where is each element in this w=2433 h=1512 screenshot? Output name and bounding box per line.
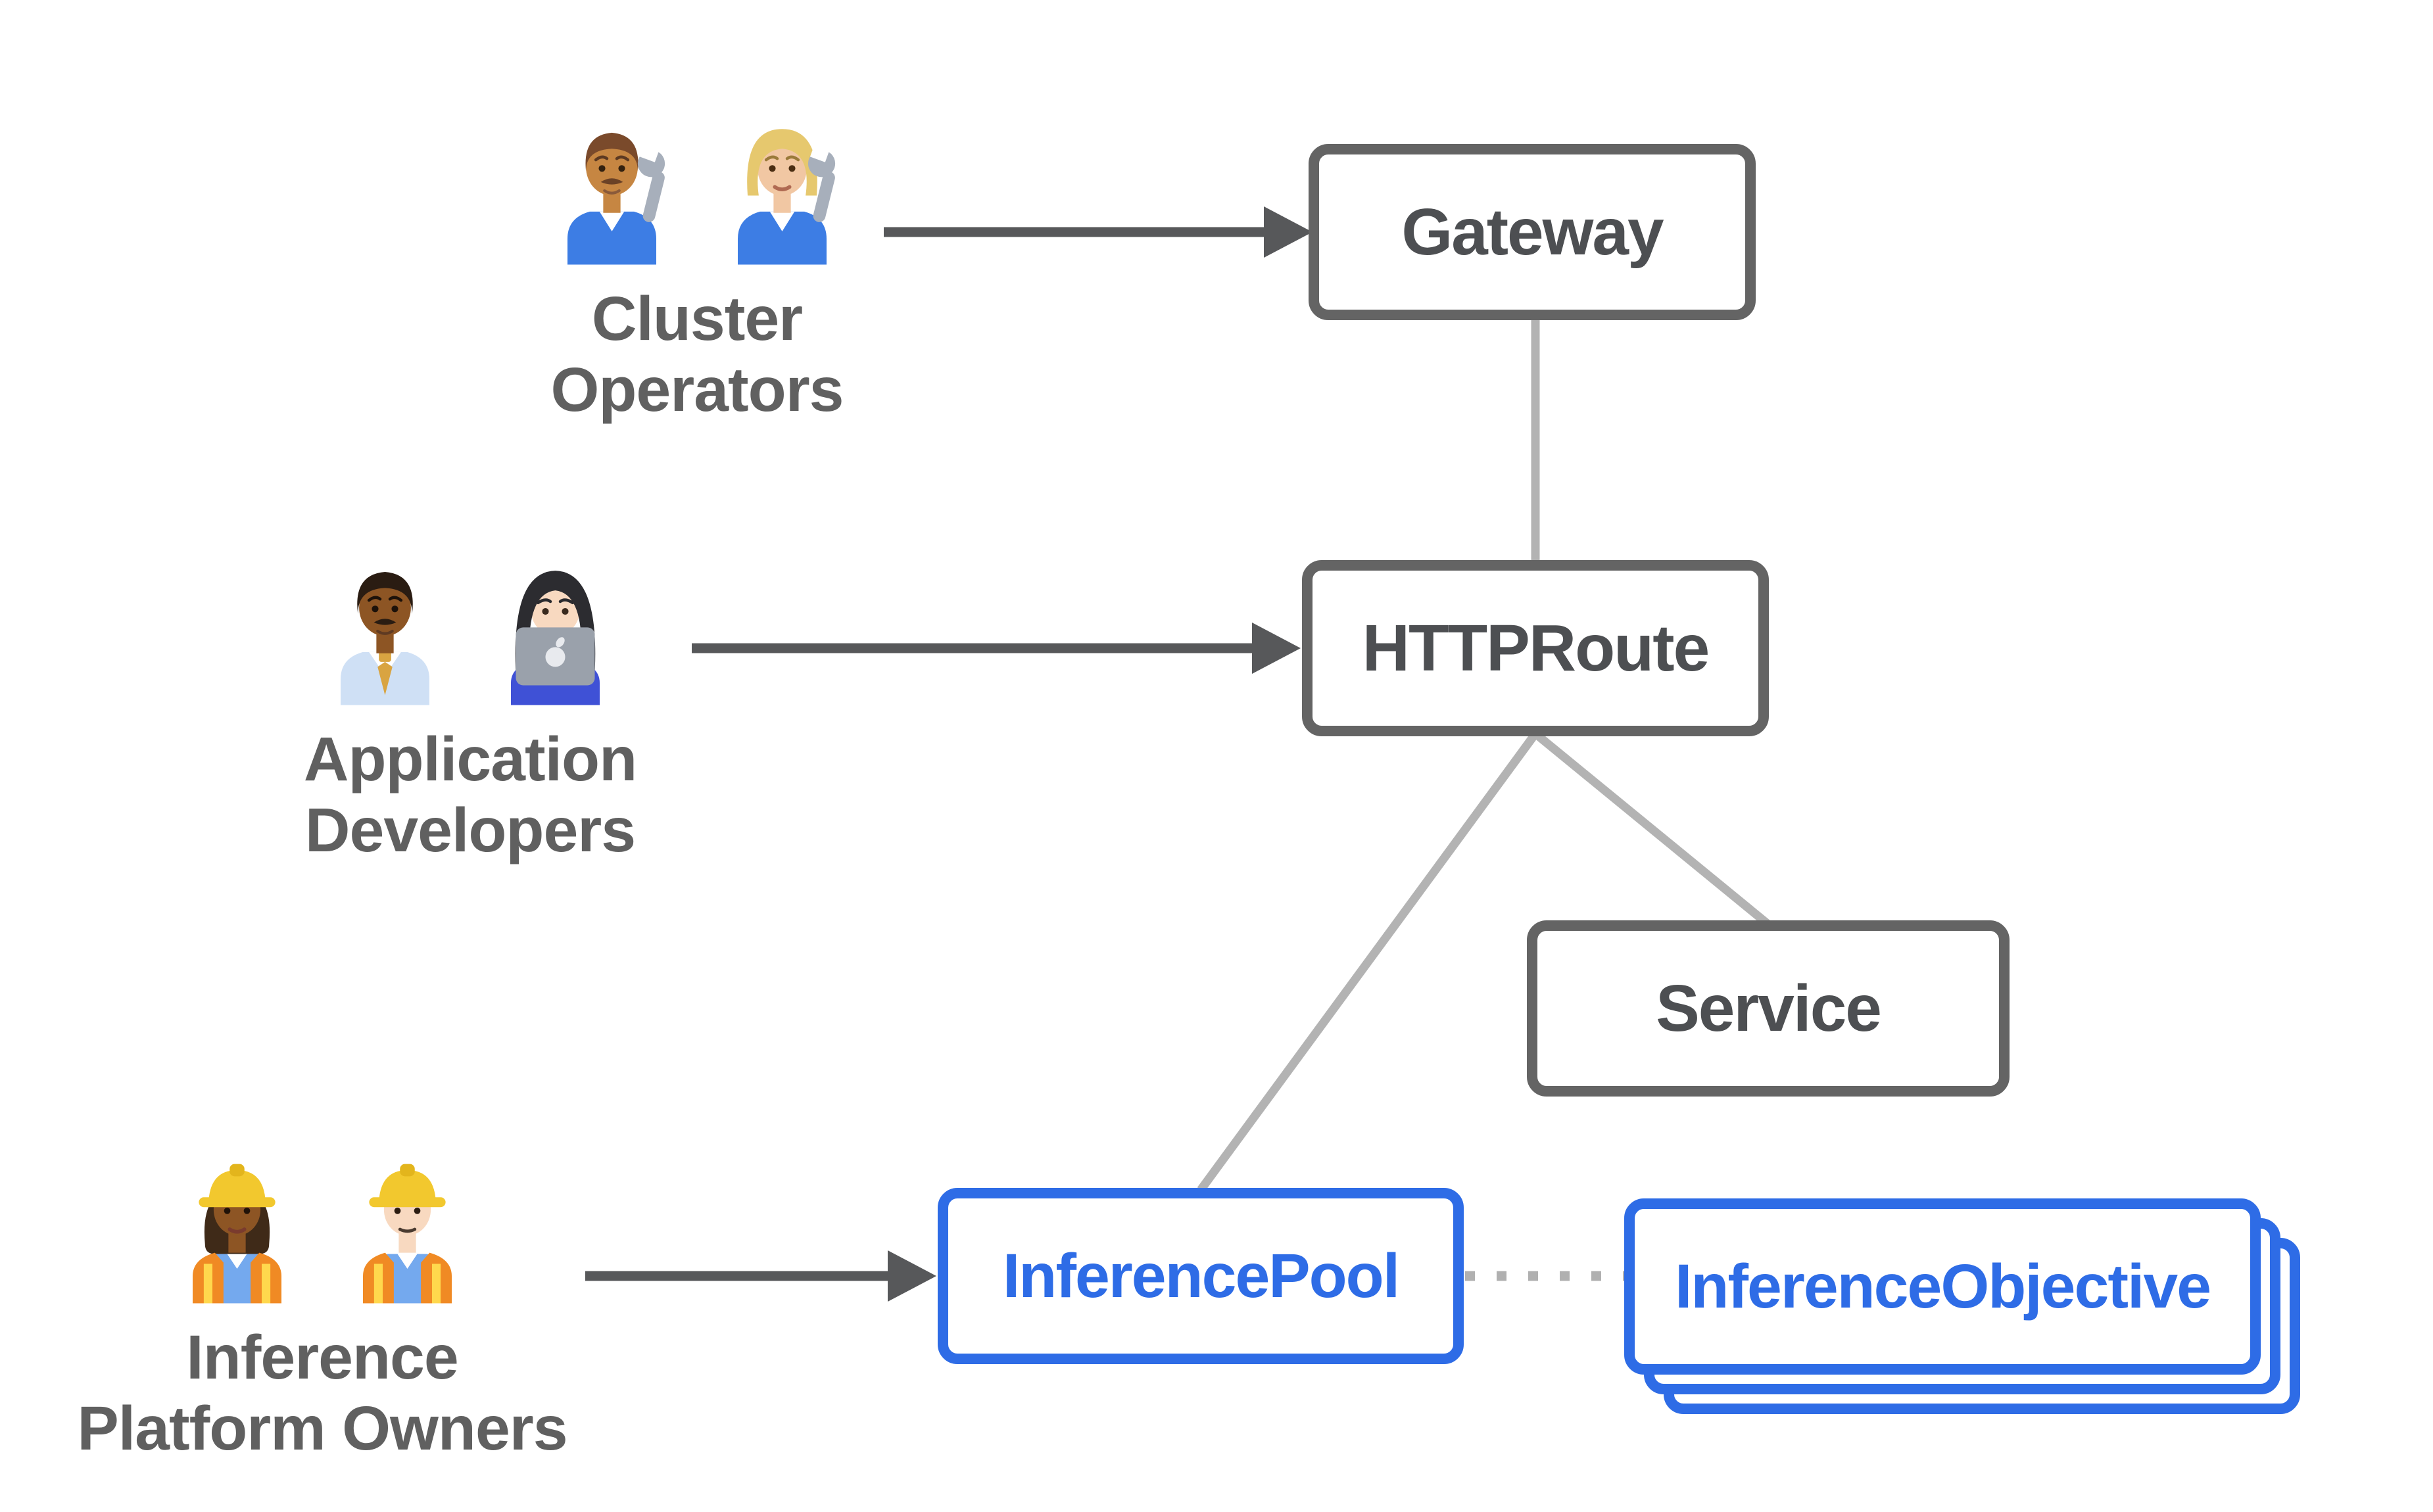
service-label: Service <box>1656 971 1882 1045</box>
arrow-cluster-operators-to-gateway <box>884 206 1313 258</box>
inferencepool-label: InferencePool <box>1002 1240 1400 1311</box>
cluster-operators-label-line2: Operators <box>550 355 844 425</box>
persona-application-developers: Application Developers <box>174 555 766 866</box>
gateway-node: Gateway <box>1309 144 1756 320</box>
edge-httproute-service <box>1532 730 1771 928</box>
application-developers-label-line1: Application <box>303 724 637 794</box>
inferenceobjective-stack: InferenceObjective <box>1624 1198 2301 1415</box>
platform-owners-label-line1: Inference <box>186 1323 458 1392</box>
woman-mechanic-icon <box>738 129 836 265</box>
inferencepool-node: InferencePool <box>938 1188 1464 1364</box>
woman-construction-worker-icon <box>193 1164 281 1304</box>
httproute-node: HTTPRoute <box>1302 560 1769 736</box>
cluster-operators-label-line1: Cluster <box>591 284 803 354</box>
application-developers-label-line2: Developers <box>304 795 636 866</box>
man-office-worker-icon <box>341 572 429 705</box>
application-developers-emoji-row <box>174 555 766 707</box>
service-node: Service <box>1527 920 2010 1097</box>
platform-owners-label-line2: Platform Owners <box>77 1394 567 1464</box>
man-construction-worker-icon <box>363 1164 452 1304</box>
cluster-operators-emoji-row <box>401 115 993 266</box>
persona-inference-platform-owners: Inference Platform Owners <box>26 1154 618 1465</box>
gateway-label: Gateway <box>1401 195 1664 269</box>
arrow-application-developers-to-httproute <box>692 623 1301 674</box>
edge-httproute-inferencepool <box>1197 731 1539 1193</box>
httproute-label: HTTPRoute <box>1362 611 1710 685</box>
persona-cluster-operators: Cluster Operators <box>401 115 993 426</box>
inferenceobjective-label: InferenceObjective <box>1674 1251 2211 1321</box>
man-mechanic-icon <box>567 132 665 265</box>
woman-technologist-icon <box>511 571 600 705</box>
arrow-platform-owners-to-inferencepool <box>585 1250 936 1302</box>
platform-owners-emoji-row <box>26 1154 618 1305</box>
inferenceobjective-node: InferenceObjective <box>1624 1198 2261 1375</box>
